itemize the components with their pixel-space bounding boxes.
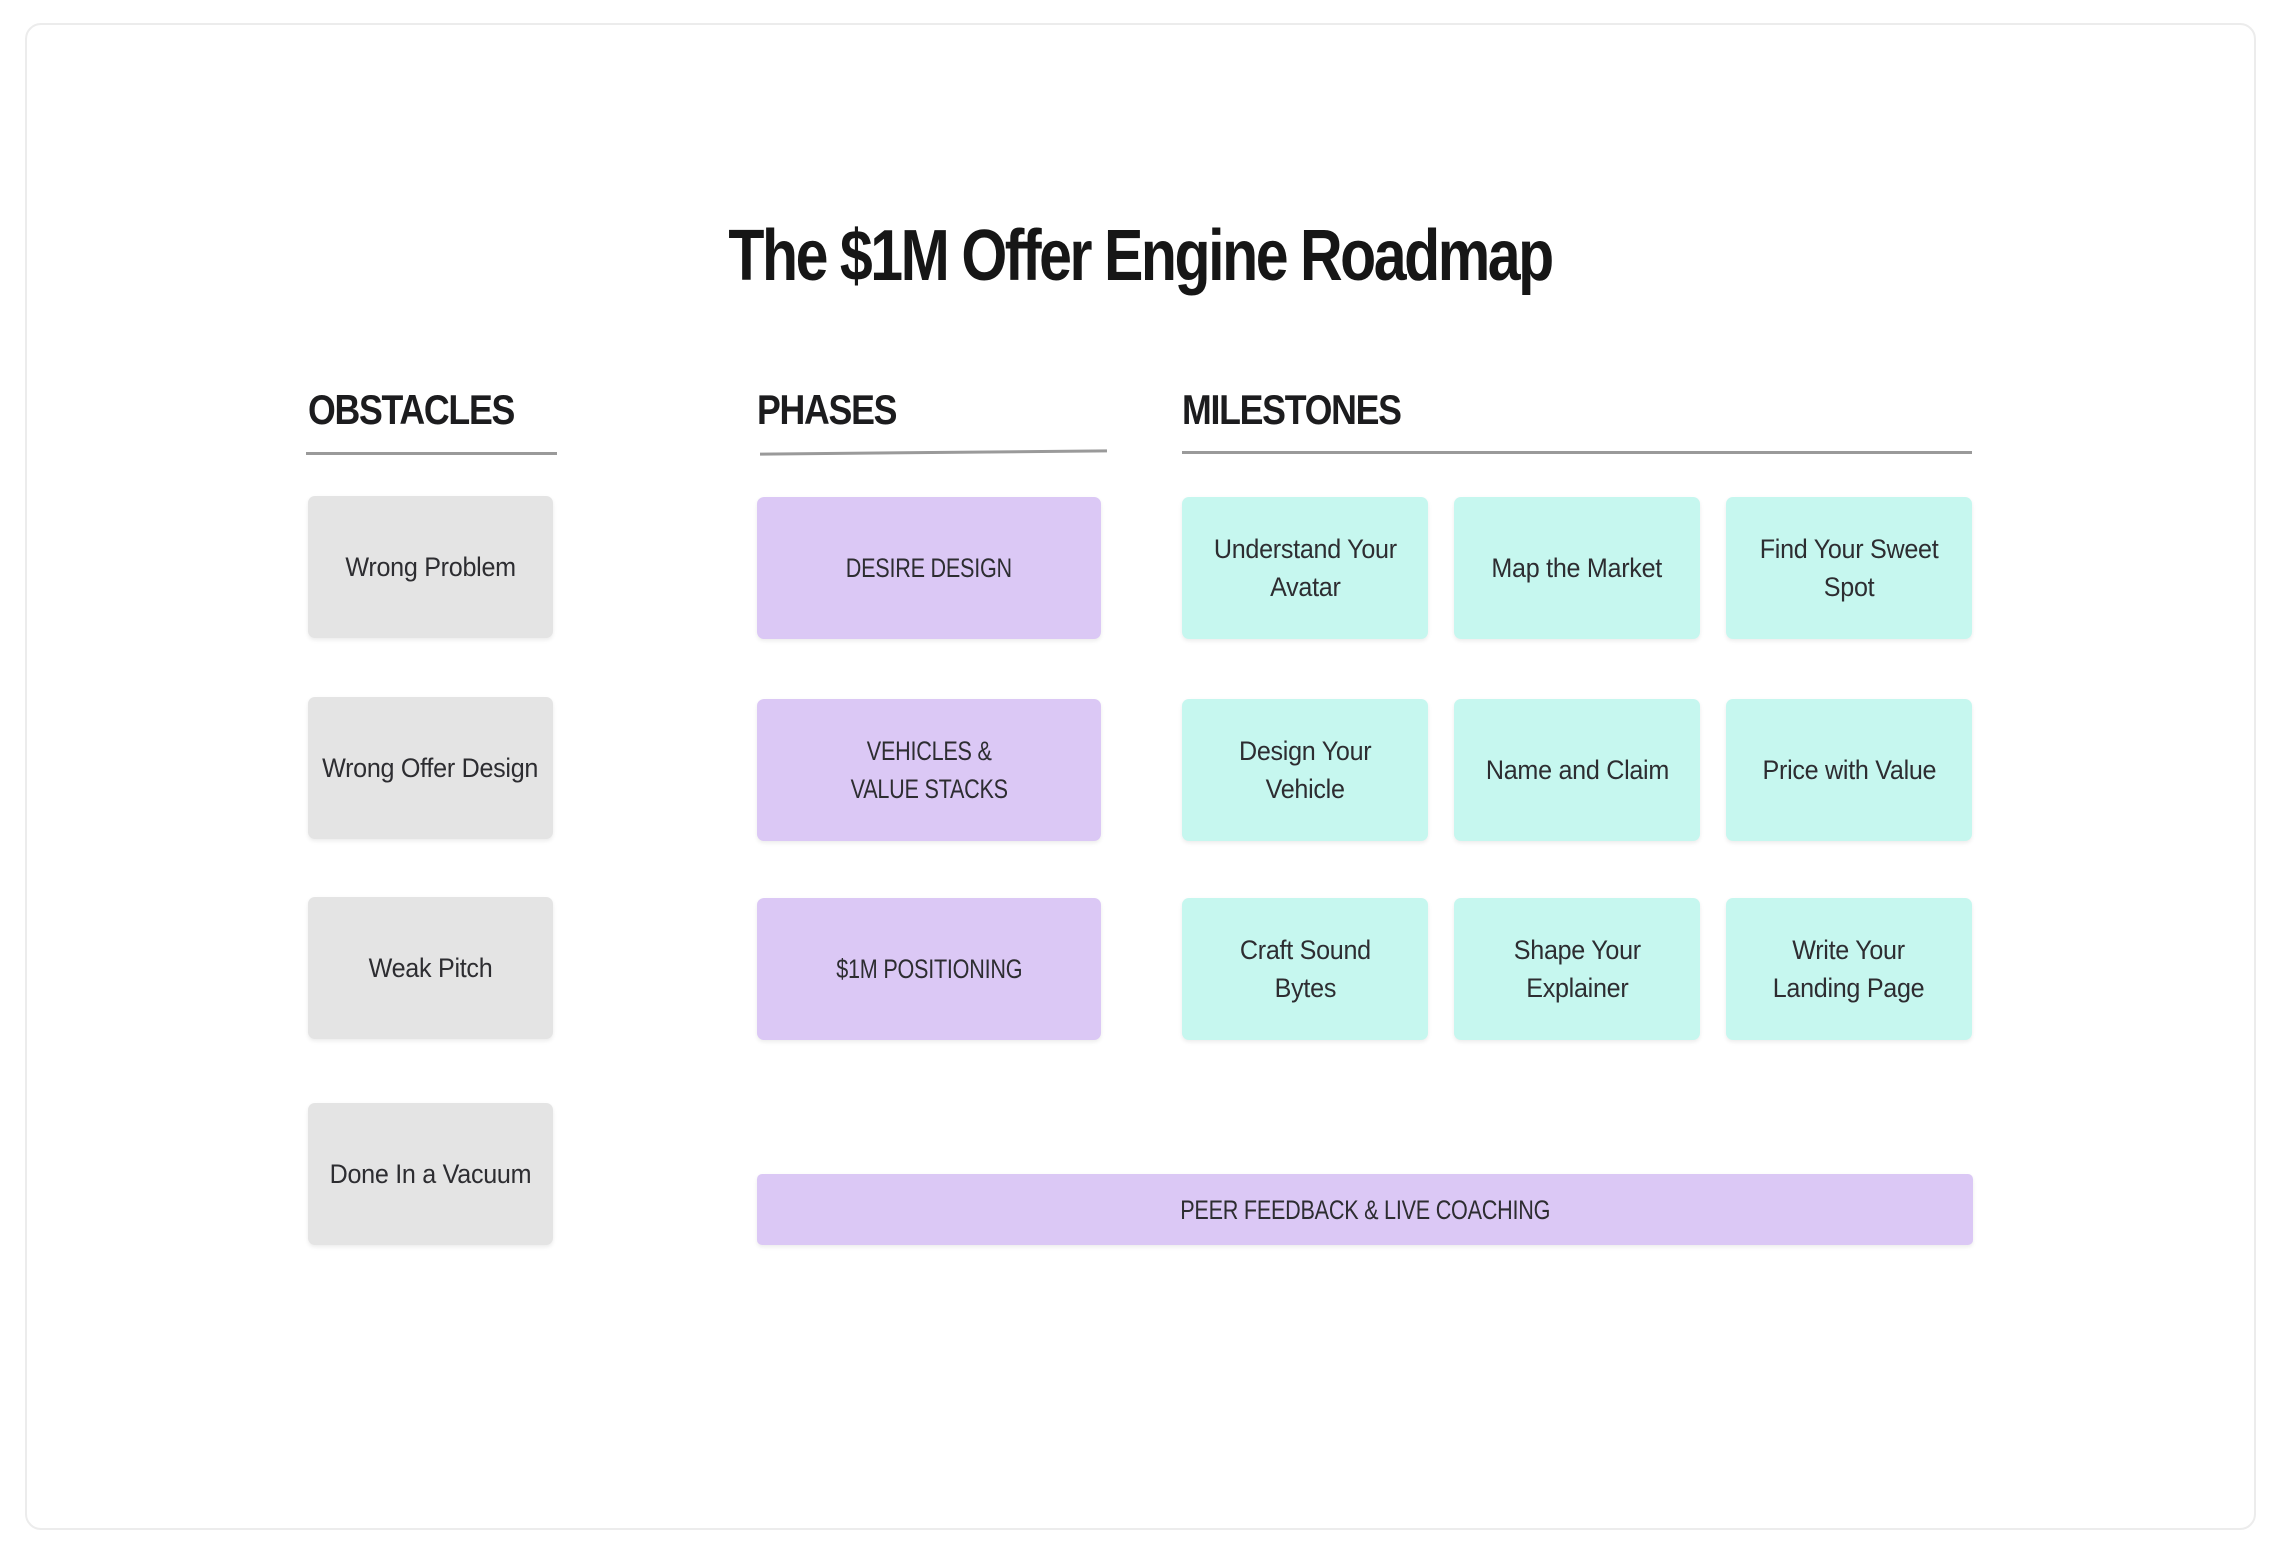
phases-header: PHASES <box>757 386 897 433</box>
milestone-card: Map the Market <box>1454 497 1700 639</box>
phase-label: $1M POSITIONING <box>835 954 1023 984</box>
milestone-card: Find Your Sweet Spot <box>1726 497 1972 639</box>
phase-card: $1M POSITIONING <box>757 898 1101 1040</box>
obstacle-card: Weak Pitch <box>308 897 553 1039</box>
phase-card: DESIRE DESIGN <box>757 497 1101 639</box>
milestone-label: Write Your Landing Page <box>1773 935 1925 1003</box>
obstacle-label: Done In a Vacuum <box>329 1159 532 1189</box>
milestones-header: MILESTONES <box>1182 386 1402 433</box>
milestones-divider <box>1182 451 1972 454</box>
milestone-label: Design Your Vehicle <box>1238 736 1372 804</box>
milestone-card: Write Your Landing Page <box>1726 898 1972 1040</box>
milestone-label: Price with Value <box>1762 755 1936 785</box>
milestone-label: Understand Your Avatar <box>1213 534 1397 602</box>
page-title: The $1M Offer Engine Roadmap <box>0 214 2280 298</box>
milestone-label: Shape Your Explainer <box>1513 935 1641 1003</box>
milestone-card: Design Your Vehicle <box>1182 699 1428 841</box>
milestone-card: Price with Value <box>1726 699 1972 841</box>
obstacles-header: OBSTACLES <box>308 386 515 433</box>
milestone-label: Find Your Sweet Spot <box>1759 534 1939 602</box>
obstacle-label: Weak Pitch <box>368 953 493 983</box>
obstacle-card: Wrong Problem <box>308 496 553 638</box>
peer-feedback-banner: PEER FEEDBACK & LIVE COACHING <box>757 1174 1973 1245</box>
phase-label: VEHICLES & VALUE STACKS <box>850 736 1008 804</box>
milestone-card: Craft Sound Bytes <box>1182 898 1428 1040</box>
milestone-label: Craft Sound Bytes <box>1239 935 1371 1003</box>
banner-label: PEER FEEDBACK & LIVE COACHING <box>1180 1194 1550 1225</box>
milestone-card: Shape Your Explainer <box>1454 898 1700 1040</box>
obstacle-card: Done In a Vacuum <box>308 1103 553 1245</box>
milestone-label: Name and Claim <box>1485 755 1669 785</box>
milestone-card: Name and Claim <box>1454 699 1700 841</box>
obstacle-card: Wrong Offer Design <box>308 697 553 839</box>
phase-card: VEHICLES & VALUE STACKS <box>757 699 1101 841</box>
obstacle-label: Wrong Offer Design <box>322 753 539 783</box>
milestone-label: Map the Market <box>1491 553 1663 583</box>
page-title-text: The $1M Offer Engine Roadmap <box>728 216 1554 297</box>
phase-label: DESIRE DESIGN <box>845 553 1013 583</box>
obstacle-label: Wrong Problem <box>345 552 516 582</box>
milestone-card: Understand Your Avatar <box>1182 497 1428 639</box>
obstacles-divider <box>306 452 557 455</box>
